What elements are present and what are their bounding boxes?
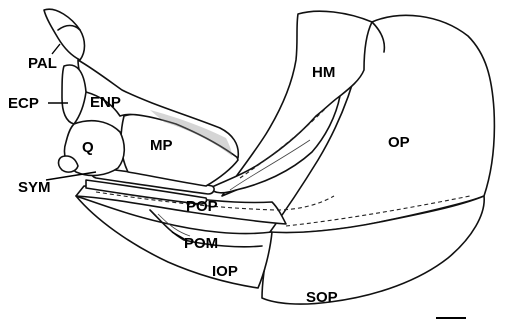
label-sym: SYM: [18, 179, 51, 196]
label-sop: SOP: [306, 289, 338, 306]
label-pom: POM: [184, 235, 218, 252]
label-pop: POP: [186, 198, 218, 215]
label-op: OP: [388, 134, 410, 151]
label-iop: IOP: [212, 263, 238, 280]
label-q: Q: [82, 139, 94, 156]
label-ecp: ECP: [8, 95, 39, 112]
label-pal: PAL: [28, 55, 57, 72]
label-enp: ENP: [90, 94, 121, 111]
label-hm: HM: [312, 64, 335, 81]
ectopterygoid-bone: [62, 65, 86, 124]
label-mp: MP: [150, 137, 173, 154]
leader-pal: [52, 44, 60, 54]
palatine-bone: [44, 9, 85, 60]
